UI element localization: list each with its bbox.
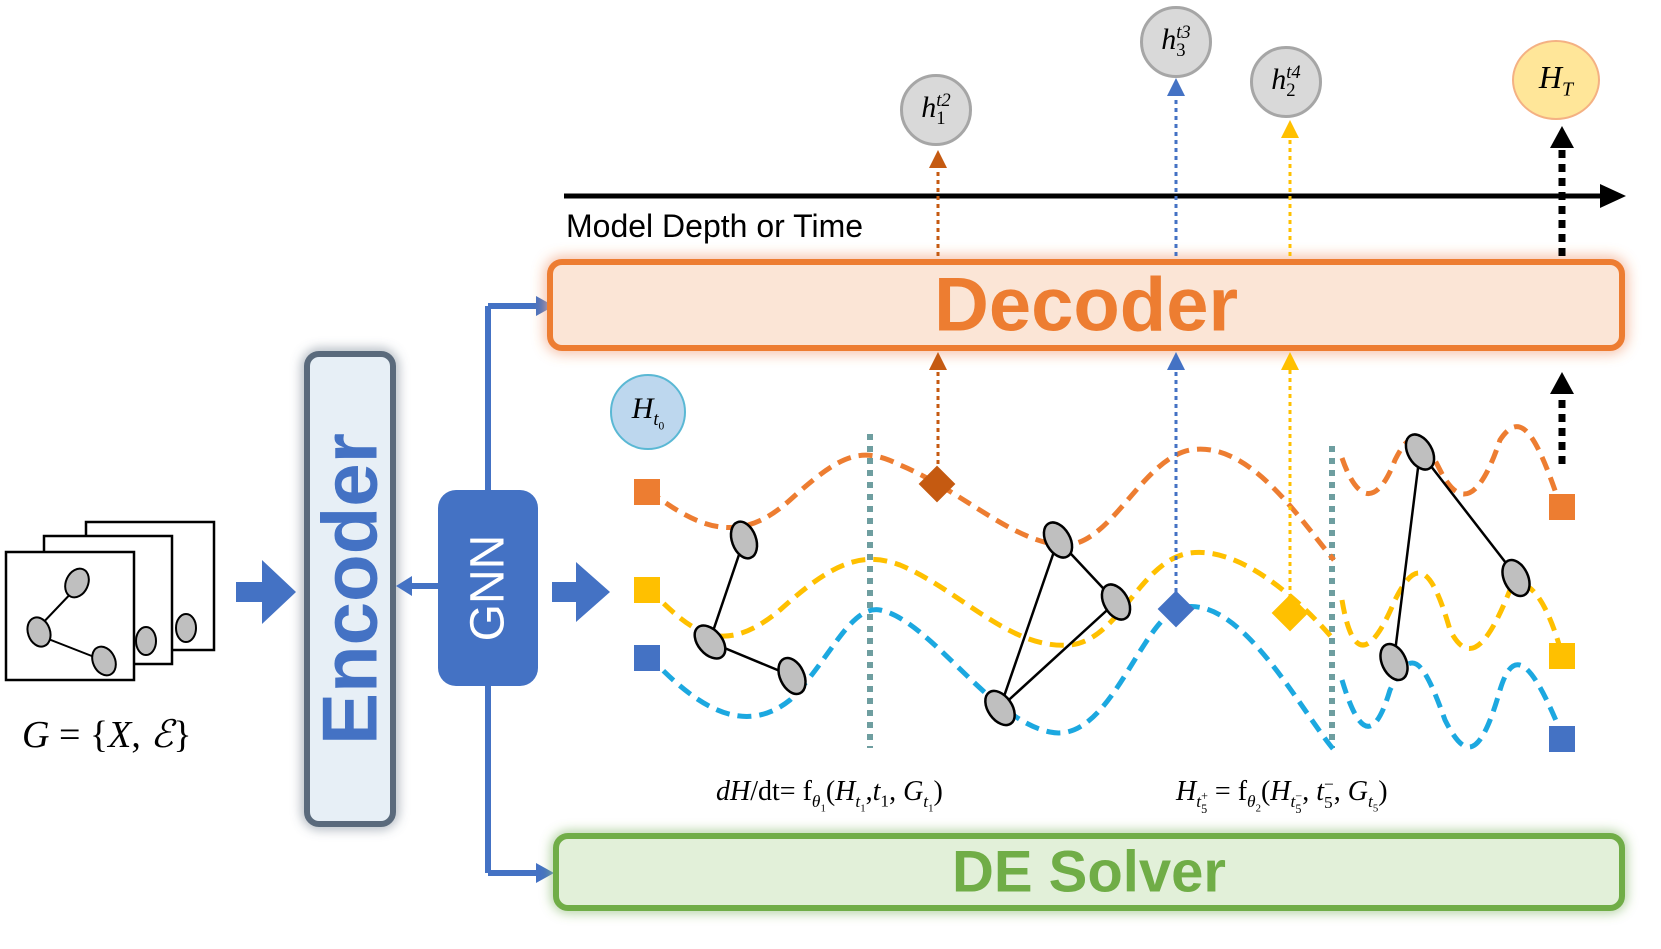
gnn-to-solver-arrowhead — [536, 863, 554, 883]
gnn-label: GNN — [461, 534, 515, 642]
graph-node — [175, 613, 197, 643]
gnn-to-decoder-arrowhead — [536, 296, 554, 316]
encoder-label: Encoder — [305, 432, 394, 746]
decoder-box — [547, 259, 1625, 351]
orange-trajectory — [1339, 424, 1563, 506]
yellow-start-square — [634, 577, 660, 603]
jump-equation: Ht+5 = fθ2(Ht−5, t−5, Gt5) — [1176, 775, 1388, 816]
trajectory-graph-1 — [693, 520, 807, 696]
graph-snapshots — [4, 520, 216, 682]
graph-node — [1404, 433, 1436, 471]
yellow-trajectory — [646, 549, 1336, 648]
graph-node — [26, 616, 52, 648]
graph-node — [729, 520, 759, 560]
input-arrow — [236, 560, 296, 624]
orange-end-square — [1549, 494, 1575, 520]
solver-box — [553, 833, 1625, 911]
graph-node — [64, 567, 90, 599]
graph-node — [1042, 521, 1074, 559]
graph-node — [777, 656, 807, 696]
decoder-label: Decoder — [933, 262, 1239, 348]
yellow-observation-diamond — [1271, 594, 1309, 632]
gnn-box — [438, 490, 538, 686]
gnn-connectors — [412, 303, 536, 876]
final-output-link — [1550, 126, 1574, 464]
observation-arrowheads — [929, 78, 1299, 370]
graph-definition: G = {X, ℰ} — [22, 714, 192, 756]
graph-node — [1379, 642, 1409, 682]
ode-equation: dH/dt= fθ1(Ht1,t1, Gt1) — [716, 776, 943, 815]
trajectory-endpoints — [634, 479, 1575, 752]
observation-links — [936, 94, 1292, 606]
graph-node — [91, 645, 117, 677]
orange-trajectory — [646, 446, 1336, 562]
graph-node — [135, 626, 157, 656]
final-state-node: HT — [1512, 40, 1600, 120]
blue-end-square — [1549, 726, 1575, 752]
blue-start-square — [634, 645, 660, 671]
initial-state-node: Ht0 — [610, 374, 686, 450]
blue-observation-diamond — [1157, 590, 1195, 628]
observation-diamonds — [918, 465, 1309, 632]
orange-observation-diamond — [918, 465, 956, 503]
cyan-trajectory — [1339, 660, 1563, 750]
encoder-box — [304, 351, 396, 827]
gnn-to-encoder-arrowhead — [396, 576, 412, 596]
yellow-end-square — [1549, 643, 1575, 669]
trajectories-segment-1 — [646, 446, 1336, 752]
time-axis-label: Model Depth or Time — [566, 208, 864, 244]
orange-start-square — [634, 479, 660, 505]
solver-label: DE Solver — [952, 839, 1226, 905]
graph-node — [1501, 558, 1531, 598]
trajectory-graph-2 — [984, 521, 1132, 727]
time-axis-arrowhead — [1600, 184, 1626, 208]
cyan-trajectory — [646, 604, 1336, 752]
trajectory-graph-3 — [1379, 433, 1531, 682]
graph-node — [693, 624, 727, 660]
gnn-to-trajectory-arrow — [552, 562, 610, 622]
graph-node — [1100, 583, 1132, 621]
graph-node — [984, 689, 1016, 727]
